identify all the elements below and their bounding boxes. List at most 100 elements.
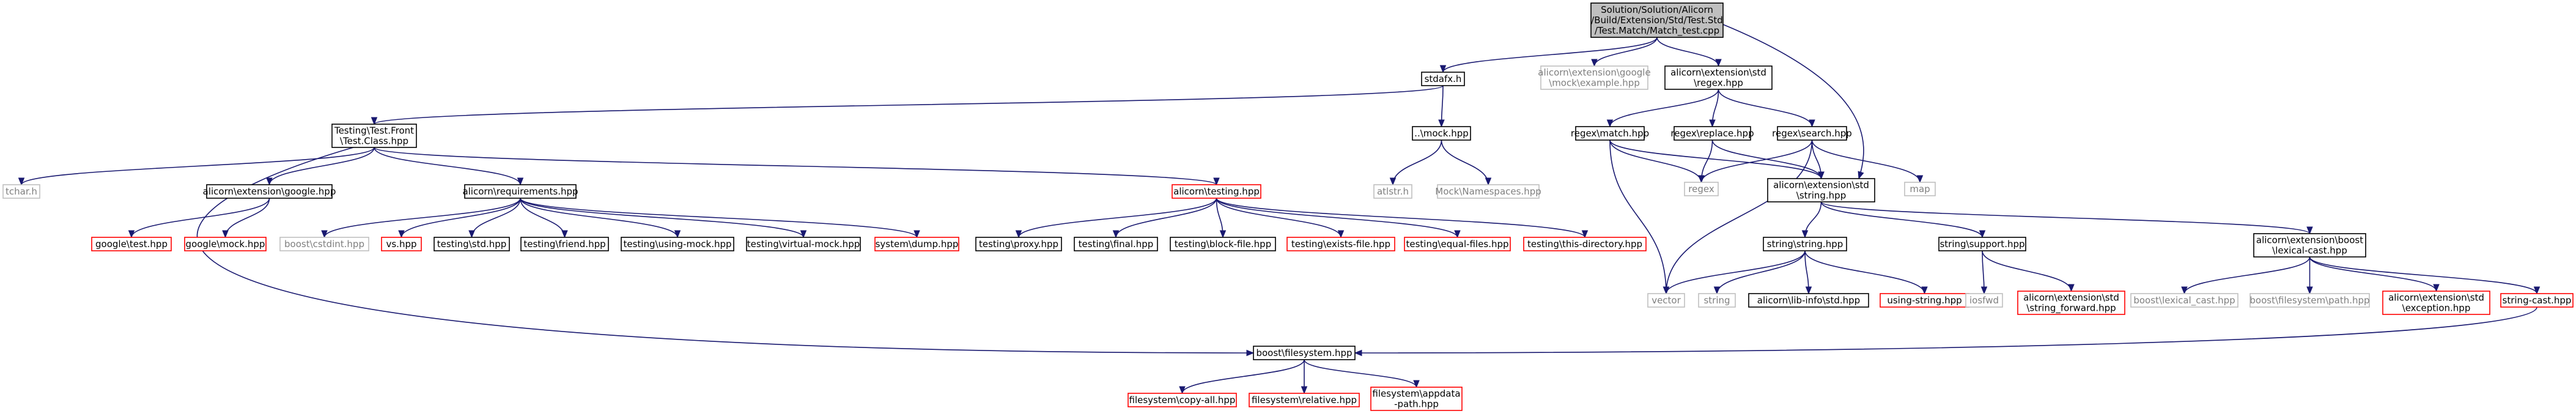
node-testing_this_directory[interactable]: testing\this-directory.hpp xyxy=(1523,237,1647,251)
edge-string_string-to-string-arrowhead xyxy=(1713,286,1721,295)
node-front_test_class[interactable]: Testing\Test.Front\Test.Class.hpp xyxy=(331,124,417,148)
edge-string_string-to-using_string-arrowhead xyxy=(1921,286,1928,295)
node-box xyxy=(1647,293,1685,308)
node-tchar[interactable]: tchar.h xyxy=(2,184,40,199)
edge-requirements-to-vs_hpp xyxy=(400,198,521,238)
node-label: filesystem\appdata xyxy=(1372,388,1460,399)
edge-requirements-to-vs_hpp-arrowhead xyxy=(398,230,405,239)
node-regex[interactable]: regex xyxy=(1684,182,1719,196)
edge-google_hpp-to-google_test-arrowhead xyxy=(128,230,135,239)
node-boost_filesystem[interactable]: boost\filesystem.hpp xyxy=(1253,346,1356,360)
node-mock_hpp[interactable]: ..\mock.hpp xyxy=(1412,126,1471,141)
edge-front_test_class-to-alicorn_testing xyxy=(374,147,1217,185)
edge-regex_match-to-std_string xyxy=(1609,139,1822,179)
node-boost_lexical_cast_ext[interactable]: alicorn\extension\boost\lexical-cast.hpp xyxy=(2253,233,2366,258)
node-label: string xyxy=(1703,295,1730,306)
node-label: google\mock.hpp xyxy=(186,239,265,250)
node-google_test[interactable]: google\test.hpp xyxy=(91,237,172,251)
node-map[interactable]: map xyxy=(1904,182,1936,196)
edge-alicorn_testing-to-testing_equal_files xyxy=(1216,198,1458,238)
node-box xyxy=(1763,237,1847,251)
node-label: alicorn\lib-info\std.hpp xyxy=(1757,295,1860,306)
node-iosfwd[interactable]: iosfwd xyxy=(1965,293,2003,308)
node-testing_final[interactable]: testing\final.hpp xyxy=(1074,237,1158,251)
node-boost_lexical_cast[interactable]: boost\lexical_cast.hpp xyxy=(2130,293,2238,308)
node-system_dump[interactable]: system\dump.hpp xyxy=(874,237,959,251)
node-string_support[interactable]: string\support.hpp xyxy=(1938,237,2026,251)
edge-string_support-to-string_forward-arrowhead xyxy=(2068,284,2075,292)
node-mock_namespaces[interactable]: Mock\Namespaces.hpp xyxy=(1435,184,1541,199)
node-boost_fs_path[interactable]: boost\filesystem\path.hpp xyxy=(2249,293,2370,308)
node-boost_cstdint[interactable]: boost\cstdint.hpp xyxy=(279,237,369,251)
node-google_mock[interactable]: google\mock.hpp xyxy=(184,237,267,251)
node-box xyxy=(331,124,417,148)
node-using_string[interactable]: using-string.hpp xyxy=(1880,293,1969,308)
node-box xyxy=(1421,72,1465,86)
node-testing_using_mock[interactable]: testing\using-mock.hpp xyxy=(621,237,734,251)
node-string[interactable]: string xyxy=(1698,293,1736,308)
node-testing_proxy[interactable]: testing\proxy.hpp xyxy=(975,237,1062,251)
node-lib_info_std[interactable]: alicorn\lib-info\std.hpp xyxy=(1748,293,1869,308)
node-label: testing\equal-files.hpp xyxy=(1406,239,1508,250)
node-testing_equal_files[interactable]: testing\equal-files.hpp xyxy=(1404,237,1511,251)
node-regex_match[interactable]: regex\match.hpp xyxy=(1571,126,1649,141)
node-label: alicorn\extension\std xyxy=(1670,67,1766,78)
node-google_mock_example[interactable]: alicorn\extension\google\mock\example.hp… xyxy=(1538,65,1651,90)
node-label: boost\lexical_cast.hpp xyxy=(2133,295,2235,306)
edge-regex_match-to-regex xyxy=(1609,139,1702,183)
edge-main-to-std_string-arrowhead xyxy=(1858,171,1864,180)
node-testing_std[interactable]: testing\std.hpp xyxy=(434,237,510,251)
node-box xyxy=(1127,393,1237,407)
node-label: alicorn\extension\std xyxy=(2023,292,2119,303)
node-std_regex[interactable]: alicorn\extension\std\regex.hpp xyxy=(1664,65,1773,90)
edge-main-to-stdafx-arrowhead xyxy=(1439,65,1447,73)
node-box xyxy=(2017,291,2125,315)
node-testing_virtual_mock[interactable]: testing\virtual-mock.hpp xyxy=(746,237,861,251)
edge-regex_search-to-vector xyxy=(1666,139,1813,294)
node-regex_replace[interactable]: regex\replace.hpp xyxy=(1670,126,1754,141)
node-vs_hpp[interactable]: vs.hpp xyxy=(381,237,422,251)
edge-string_cast-to-boost_filesystem xyxy=(1354,306,2537,354)
edge-requirements-to-boost_cstdint xyxy=(323,198,521,238)
node-fs_appdata[interactable]: filesystem\appdata-path.hpp xyxy=(1370,387,1463,411)
node-box xyxy=(1674,126,1751,141)
node-main[interactable]: Solution/Solution/Alicorn/Build/Extensio… xyxy=(1590,2,1724,38)
node-vector[interactable]: vector xyxy=(1647,293,1685,308)
node-string_cast[interactable]: string-cast.hpp xyxy=(2500,293,2574,308)
node-stdafx[interactable]: stdafx.h xyxy=(1421,72,1465,86)
node-box xyxy=(1373,184,1412,199)
node-label: regex xyxy=(1688,184,1714,195)
node-box xyxy=(1938,237,2026,251)
node-testing_friend[interactable]: testing\friend.hpp xyxy=(520,237,609,251)
node-label: /Build/Extension/Std/Test.Std xyxy=(1591,15,1723,26)
node-regex_search[interactable]: regex\search.hpp xyxy=(1772,126,1852,141)
edge-mock_hpp-to-mock_namespaces xyxy=(1441,139,1489,185)
node-alicorn_testing[interactable]: alicorn\testing.hpp xyxy=(1172,184,1261,199)
node-string_string[interactable]: string\string.hpp xyxy=(1763,237,1847,251)
node-google_hpp[interactable]: alicorn\extension\google.hpp xyxy=(203,184,336,199)
node-testing_block_file[interactable]: testing\block-file.hpp xyxy=(1170,237,1276,251)
node-fs_copy_all[interactable]: filesystem\copy-all.hpp xyxy=(1127,393,1237,407)
node-std_string[interactable]: alicorn\extension\std\string.hpp xyxy=(1767,178,1875,202)
node-atlstr[interactable]: atlstr.h xyxy=(1373,184,1412,199)
node-requirements[interactable]: alicorn\requirements.hpp xyxy=(462,184,578,199)
node-label: string-cast.hpp xyxy=(2503,295,2572,306)
node-testing_exists_file[interactable]: testing\exists-file.hpp xyxy=(1286,237,1395,251)
edge-std_regex-to-regex_replace-arrowhead xyxy=(1709,119,1716,128)
node-label: alicorn\extension\std xyxy=(1773,180,1869,191)
node-box xyxy=(746,237,861,251)
edge-string_string-to-vector-arrowhead xyxy=(1663,286,1670,295)
edge-front_test_class-to-requirements xyxy=(374,147,521,185)
node-box xyxy=(2500,293,2574,308)
node-label: Solution/Solution/Alicorn xyxy=(1601,4,1713,15)
edge-front_test_class-to-alicorn_testing-arrowhead xyxy=(1213,177,1220,186)
node-fs_relative[interactable]: filesystem\relative.hpp xyxy=(1249,393,1360,407)
node-label: testing\virtual-mock.hpp xyxy=(747,239,860,250)
node-string_forward[interactable]: alicorn\extension\std\string_forward.hpp xyxy=(2017,291,2125,315)
node-label: iosfwd xyxy=(1969,295,1999,306)
edge-main-to-std_regex-arrowhead xyxy=(1715,59,1722,67)
node-label: using-string.hpp xyxy=(1887,295,1962,306)
edge-google_hpp-to-google_test xyxy=(131,198,270,238)
edge-alicorn_testing-to-testing_proxy-arrowhead xyxy=(1015,230,1022,239)
node-std_exception[interactable]: alicorn\extension\std\exception.hpp xyxy=(2382,291,2490,315)
